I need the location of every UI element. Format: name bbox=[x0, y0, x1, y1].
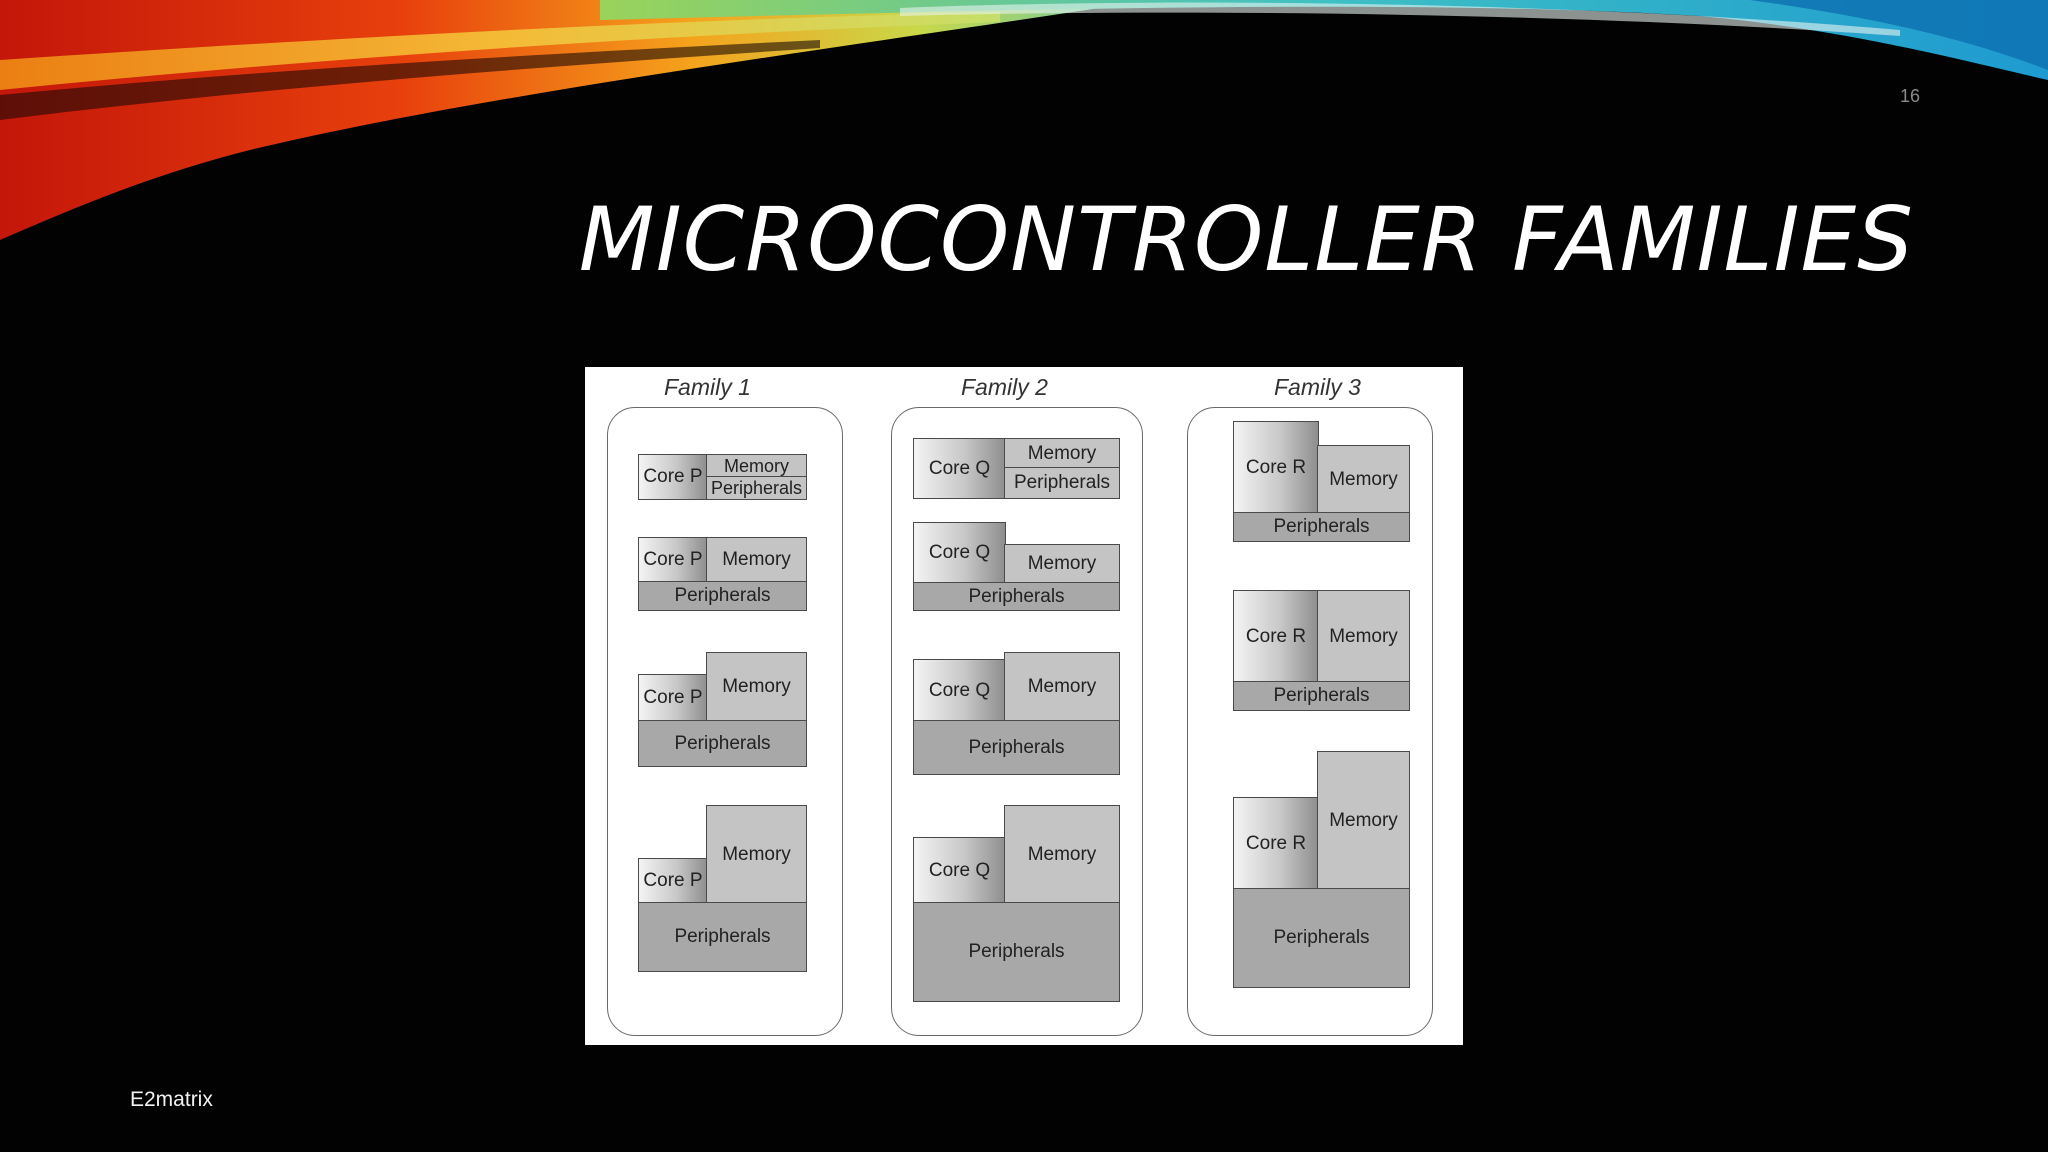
footer-text: E2matrix bbox=[130, 1088, 213, 1111]
family-3-config-3-peripherals: Peripherals bbox=[1233, 888, 1410, 988]
family-1-config-1-peripherals: Peripherals bbox=[706, 476, 807, 500]
family-1-config-2-memory: Memory bbox=[706, 537, 807, 583]
slide-title: MICROCONTROLLER FAMILIES bbox=[578, 188, 1914, 291]
decorative-swoosh bbox=[0, 0, 2048, 240]
family-3-config-3-memory: Memory bbox=[1317, 751, 1410, 890]
slide-number: 16 bbox=[1899, 86, 1920, 106]
family-1-config-2-peripherals: Peripherals bbox=[638, 581, 807, 611]
family-1-config-3-core: Core P bbox=[638, 674, 708, 722]
family-2-config-4-peripherals: Peripherals bbox=[913, 902, 1120, 1002]
family-2-config-1-memory: Memory bbox=[1004, 438, 1120, 469]
family-1-label: Family 1 bbox=[664, 374, 751, 400]
family-2-config-3-core: Core Q bbox=[913, 659, 1006, 722]
family-1-config-1-core: Core P bbox=[638, 454, 708, 500]
family-2-config-4-memory: Memory bbox=[1004, 805, 1120, 904]
family-3-config-1-core: Core R bbox=[1233, 421, 1319, 514]
family-3-label: Family 3 bbox=[1274, 374, 1361, 400]
family-2-config-2-core: Core Q bbox=[913, 522, 1006, 584]
family-2-config-3-memory: Memory bbox=[1004, 652, 1120, 722]
family-1-config-3-peripherals: Peripherals bbox=[638, 720, 807, 767]
family-3-config-2-peripherals: Peripherals bbox=[1233, 681, 1410, 711]
family-3-config-1-peripherals: Peripherals bbox=[1233, 512, 1410, 542]
family-2-config-2-peripherals: Peripherals bbox=[913, 582, 1120, 611]
family-1-config-4-peripherals: Peripherals bbox=[638, 902, 807, 972]
family-3-config-2-core: Core R bbox=[1233, 590, 1319, 683]
family-1-config-1-memory: Memory bbox=[706, 454, 807, 478]
family-1-config-4-core: Core P bbox=[638, 858, 708, 904]
family-2-config-1-peripherals: Peripherals bbox=[1004, 467, 1120, 499]
family-2-label: Family 2 bbox=[961, 374, 1048, 400]
family-3-frame bbox=[1187, 407, 1433, 1036]
family-3-config-2-memory: Memory bbox=[1317, 590, 1410, 683]
family-1-config-2-core: Core P bbox=[638, 537, 708, 583]
family-3-config-1-memory: Memory bbox=[1317, 445, 1410, 514]
family-1-config-4-memory: Memory bbox=[706, 805, 807, 904]
family-2-config-2-memory: Memory bbox=[1004, 544, 1120, 584]
family-2-config-4-core: Core Q bbox=[913, 837, 1006, 904]
family-1-frame bbox=[607, 407, 843, 1036]
family-1-config-3-memory: Memory bbox=[706, 652, 807, 722]
microcontroller-families-diagram: Family 1 Core P Memory Peripherals Core … bbox=[585, 367, 1463, 1045]
family-2-frame bbox=[891, 407, 1143, 1036]
family-3-config-3-core: Core R bbox=[1233, 797, 1319, 890]
family-2-config-3-peripherals: Peripherals bbox=[913, 720, 1120, 775]
family-2-config-1-core: Core Q bbox=[913, 438, 1006, 499]
